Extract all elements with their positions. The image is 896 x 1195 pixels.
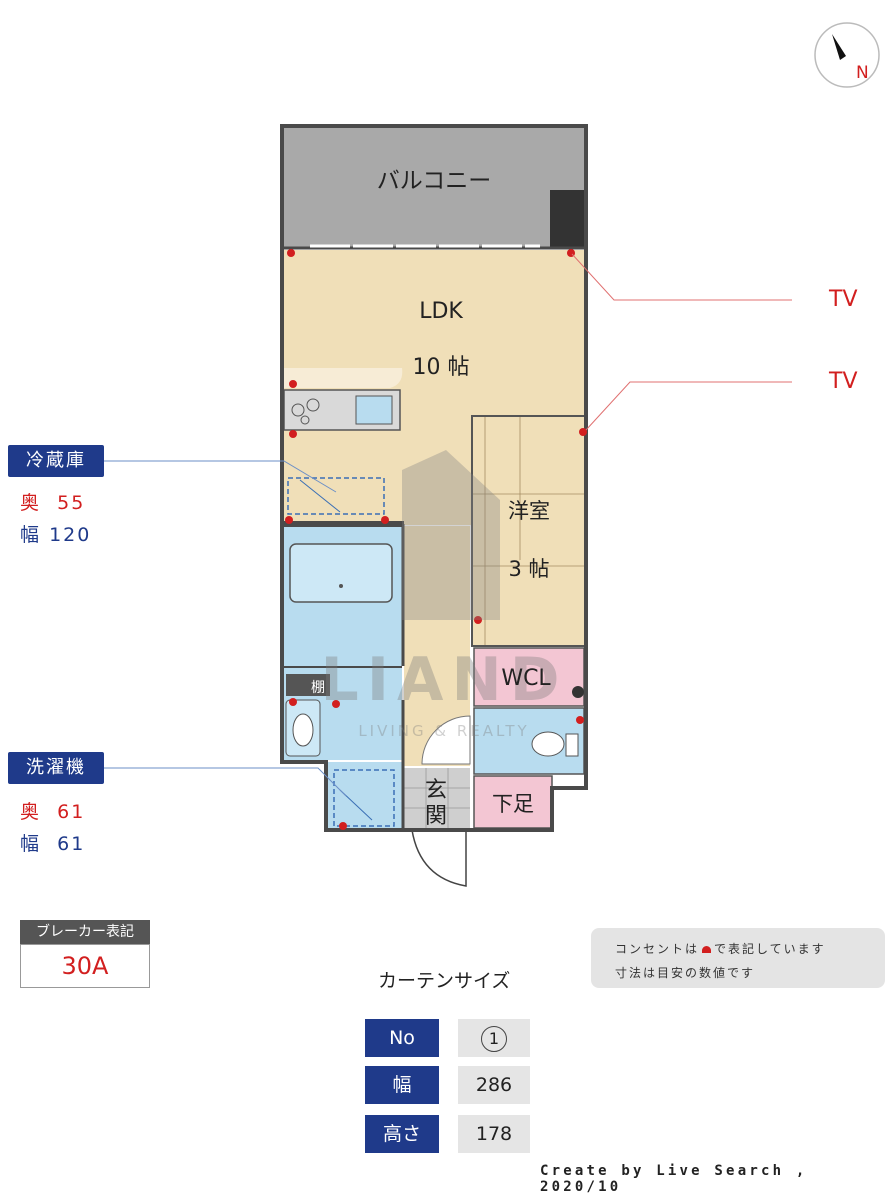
room-label-entrance-2: 関 <box>425 804 447 829</box>
washer-space <box>333 769 395 827</box>
fridge-width-value: 120 <box>49 524 92 546</box>
note-line-1b: で表記しています <box>714 942 826 956</box>
credit-line: Create by Live Search , 2020/10 <box>540 1163 808 1195</box>
laundry-area <box>326 762 402 830</box>
stove-burner-2 <box>306 398 320 412</box>
note-line-1: コンセントはで表記しています <box>615 940 826 957</box>
bathtub-drain <box>339 584 343 588</box>
washer-width-value: 61 <box>57 833 86 855</box>
room-label-shoe-box: 下足 <box>492 792 534 816</box>
curtain-width-value: 286 <box>458 1066 530 1104</box>
outlet-marker <box>289 430 297 438</box>
outlet-markers <box>285 249 587 830</box>
outer-wall <box>280 124 588 832</box>
kitchen-counter <box>282 368 403 388</box>
room-size-ldk: 10 帖 <box>413 355 470 380</box>
breaker-title: ブレーカー表記 <box>20 920 150 944</box>
curtain-no-label: No <box>365 1019 439 1057</box>
tv2-leader-line <box>585 381 792 431</box>
washer-title: 洗濯機 <box>8 752 104 784</box>
storage-shelf <box>286 674 330 696</box>
entrance-door-swing <box>411 829 467 887</box>
washer-width-label: 幅 <box>20 833 42 855</box>
note-line-1a: コンセントは <box>615 942 700 956</box>
fridge-depth: 奥 55 <box>20 488 85 515</box>
fridge-width-label: 幅 <box>20 524 42 546</box>
curtain-width-label: 幅 <box>365 1066 439 1104</box>
sink <box>355 395 393 425</box>
outlet-marker <box>289 380 297 388</box>
curtain-height-label: 高さ <box>365 1115 439 1153</box>
breaker-value: 30A <box>20 944 150 988</box>
note-line-2: 寸法は目安の数値です <box>615 966 756 980</box>
watermark-brand: LIAND <box>320 645 567 715</box>
tv-outlet-label-2: TV <box>829 369 858 394</box>
curtain-no-value: 1 <box>458 1019 530 1057</box>
fridge-space-diagonal <box>299 479 341 513</box>
fridge-leader-line <box>104 460 337 493</box>
watermark-tagline: LIVING & REALTY <box>358 722 529 740</box>
wcl-area <box>473 647 585 707</box>
shoe-box-area <box>473 775 553 829</box>
room-label-wcl: WCL <box>501 666 551 691</box>
curtain-title: カーテンサイズ <box>378 970 511 992</box>
washer-width: 幅 61 <box>20 829 85 856</box>
balcony-area <box>282 126 586 248</box>
outlet-marker <box>381 516 389 524</box>
washer-depth: 奥 61 <box>20 797 85 824</box>
legend-note: コンセントはで表記しています 寸法は目安の数値です <box>591 928 885 988</box>
curtain-no-number: 1 <box>481 1025 507 1052</box>
room-label-ldk: LDK <box>419 299 463 324</box>
tv1-leader-line <box>571 253 792 301</box>
fridge-width: 幅 120 <box>20 520 91 547</box>
outlet-marker <box>287 249 295 257</box>
bathtub <box>289 543 393 603</box>
balcony-unit <box>550 190 584 248</box>
compass-icon: N <box>814 22 880 88</box>
washer-leader-line <box>104 767 347 797</box>
room-label-western: 洋室 <box>508 499 550 523</box>
basin-bowl <box>292 713 314 747</box>
toilet-tank <box>565 733 579 757</box>
outlet-marker <box>285 516 293 524</box>
toilet-bowl <box>531 731 565 757</box>
washer-depth-label: 奥 <box>20 801 42 823</box>
room-label-balcony: バルコニー <box>377 168 492 194</box>
fridge-depth-label: 奥 <box>20 492 42 514</box>
stove-burner-3 <box>300 415 310 425</box>
fridge-title: 冷蔵庫 <box>8 445 104 477</box>
room-size-western: 3 帖 <box>508 557 549 581</box>
outlet-marker <box>332 700 340 708</box>
entrance-area <box>404 768 470 828</box>
fridge-space <box>287 477 385 515</box>
outlet-marker <box>474 616 482 624</box>
outlet-legend-icon <box>702 946 712 953</box>
room-label-storage: 棚 <box>311 680 325 696</box>
tv-outlet-label-1: TV <box>829 287 858 312</box>
outlet-marker <box>339 822 347 830</box>
room-label-entrance-1: 玄 <box>425 778 447 803</box>
western-room-area <box>472 416 586 646</box>
outlet-marker <box>579 428 587 436</box>
outlet-marker <box>289 698 297 706</box>
watermark-house-icon <box>402 450 500 620</box>
wcl-fixture <box>572 686 584 698</box>
washer-depth-value: 61 <box>57 801 86 823</box>
fridge-depth-value: 55 <box>57 492 86 514</box>
compass-north: N <box>856 63 869 83</box>
hall-door-swing <box>421 715 471 765</box>
stove-burner-1 <box>291 403 305 417</box>
curtain-height-value: 178 <box>458 1115 530 1153</box>
outlet-marker <box>576 716 584 724</box>
